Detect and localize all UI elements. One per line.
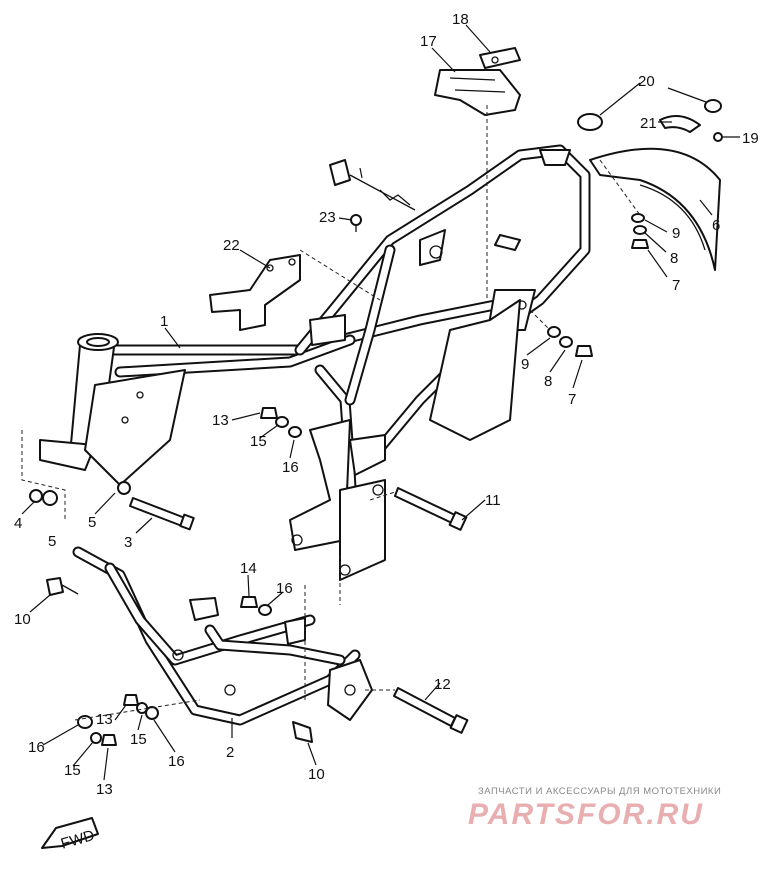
main-frame	[39, 144, 591, 581]
callout-19: 19	[742, 130, 759, 147]
bolts	[46, 487, 469, 743]
pivot-bolt-small	[329, 159, 416, 211]
callout-13-upper: 13	[212, 412, 229, 429]
callout-8-upper: 8	[670, 250, 678, 267]
leader-lines	[21, 24, 740, 781]
battery-band-and-holder	[434, 47, 521, 116]
cap-20b	[704, 99, 722, 113]
callout-20: 20	[638, 73, 655, 90]
callout-6: 6	[712, 217, 720, 234]
callout-12: 12	[434, 676, 451, 693]
callout-1: 1	[160, 313, 168, 330]
callout-10-left: 10	[14, 611, 31, 628]
fasteners-right	[547, 213, 649, 357]
callout-9-upper: 9	[672, 225, 680, 242]
callout-9-lower: 9	[521, 356, 529, 373]
callout-7-upper: 7	[672, 277, 680, 294]
callout-17: 17	[420, 33, 437, 50]
callout-16-upper: 16	[282, 459, 299, 476]
rear-fender	[429, 147, 721, 441]
callout-5-center: 5	[88, 514, 96, 531]
callout-16-right: 16	[168, 753, 185, 770]
callout-15-bottom: 15	[64, 762, 81, 779]
lower-cradle-frame	[72, 546, 373, 726]
assembly-guide-lines	[21, 105, 641, 721]
bracket-22	[209, 254, 301, 331]
callout-8-lower: 8	[544, 373, 552, 390]
callout-13-bottom: 13	[96, 781, 113, 798]
callout-7-lower: 7	[568, 391, 576, 408]
callout-5-left: 5	[48, 533, 56, 550]
callout-22: 22	[223, 237, 240, 254]
callout-3: 3	[124, 534, 132, 551]
fasteners-left	[29, 407, 302, 746]
callout-15-middle: 15	[130, 731, 147, 748]
callout-16-left: 16	[28, 739, 45, 756]
callout-14: 14	[240, 560, 257, 577]
callout-23: 23	[319, 209, 336, 226]
cap-20	[577, 113, 603, 131]
screw-19	[713, 132, 723, 142]
callout-labels: 1 2 3 4 5 5 6 7 7 8 8 9 9 10 10 11 12 13…	[14, 11, 759, 798]
callout-21: 21	[640, 115, 657, 132]
callout-11: 11	[485, 492, 501, 509]
callout-2: 2	[226, 744, 234, 761]
callout-4: 4	[14, 515, 22, 532]
callout-15-upper: 15	[250, 433, 267, 450]
watermark-caption: ЗАПЧАСТИ И АКСЕССУАРЫ ДЛЯ МОТОТЕХНИКИ	[478, 786, 722, 797]
callout-16-center: 16	[276, 580, 293, 597]
callout-18: 18	[452, 11, 469, 28]
callout-13-middle: 13	[96, 711, 113, 728]
damper-21	[659, 115, 701, 133]
watermark-logo: PARTSFOR.RU	[468, 798, 704, 831]
callout-10-bottom: 10	[308, 766, 325, 783]
bolt-23	[350, 214, 362, 232]
fwd-arrow-marker: FWD	[41, 817, 99, 853]
